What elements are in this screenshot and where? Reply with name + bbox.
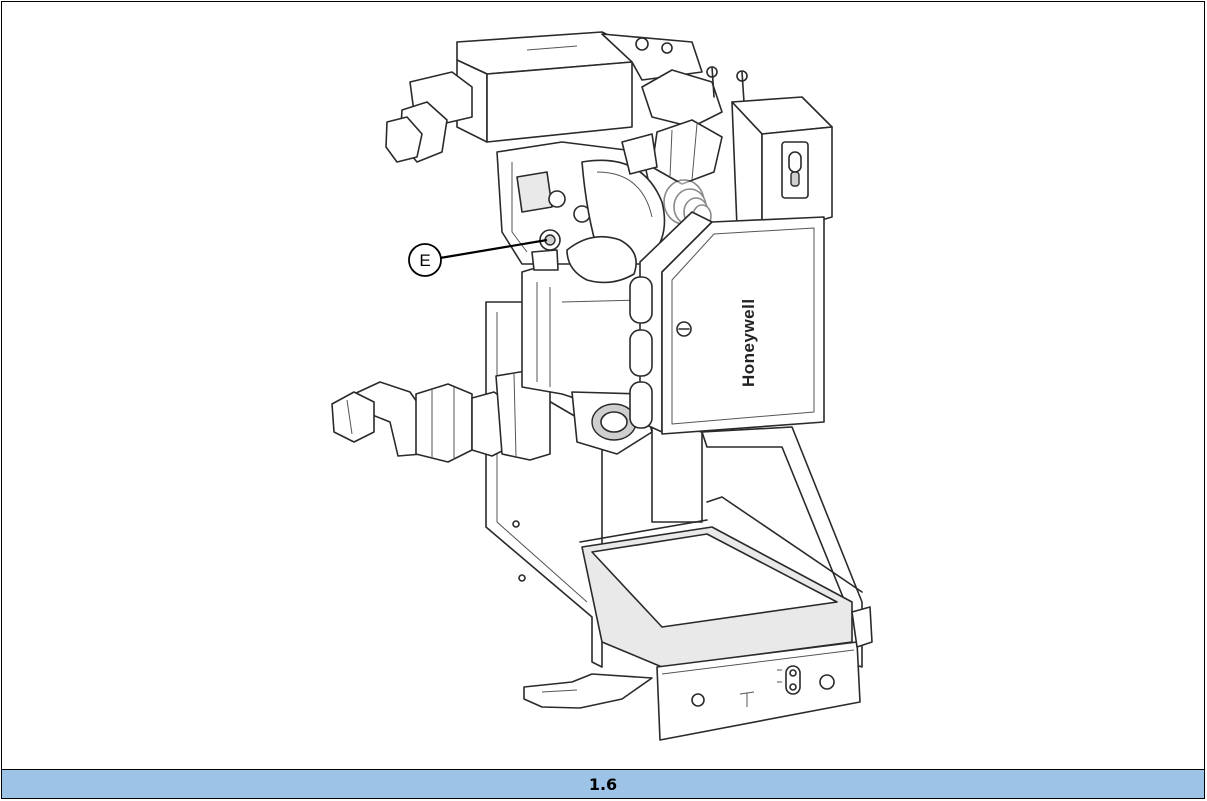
valve-body bbox=[496, 141, 666, 455]
inlet-pipe-fitting bbox=[331, 369, 551, 463]
figure-image-cell: Honeywell E bbox=[2, 2, 1204, 770]
figure-caption: 1.6 bbox=[588, 774, 618, 794]
gas-valve-illustration: Honeywell E bbox=[331, 31, 873, 741]
figure-caption-cell: 1.6 bbox=[2, 770, 1204, 798]
control-module: Honeywell bbox=[629, 96, 833, 435]
brand-label: Honeywell bbox=[739, 298, 758, 387]
callout-e-label: E bbox=[419, 251, 430, 270]
callout-e: E bbox=[408, 238, 548, 277]
solenoid-block bbox=[385, 31, 703, 163]
